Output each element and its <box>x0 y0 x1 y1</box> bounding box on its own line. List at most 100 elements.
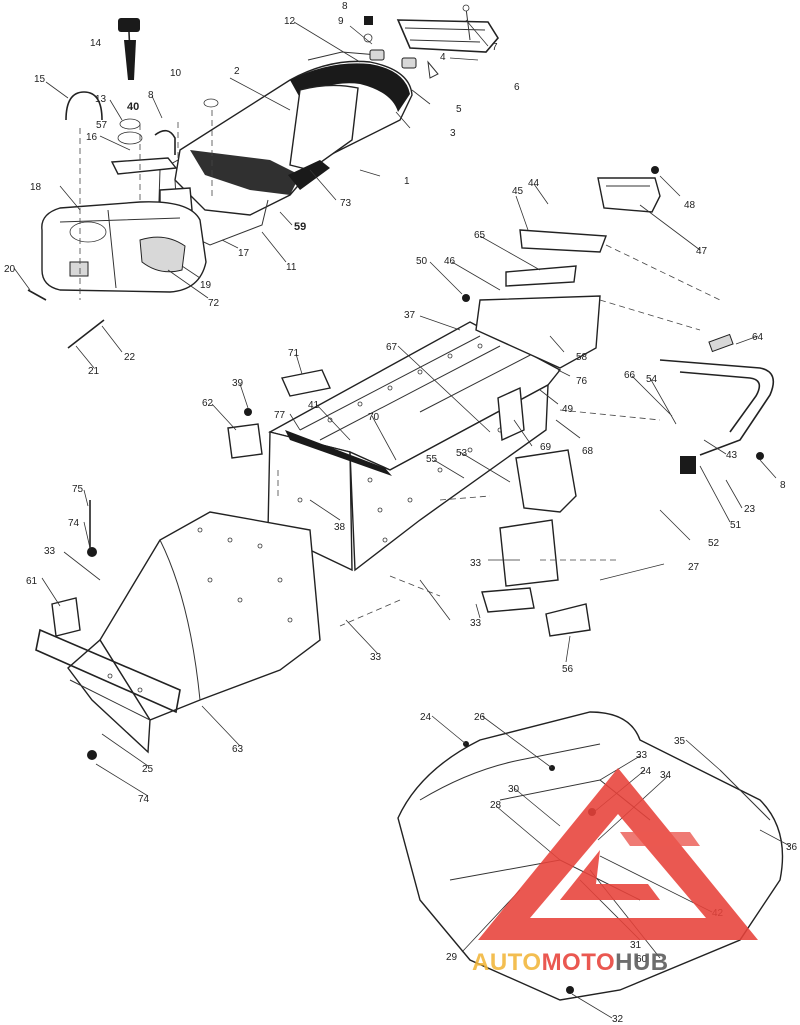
callout-51: 51 <box>730 520 742 531</box>
callout-2: 2 <box>234 66 240 77</box>
callout-24: 24 <box>420 712 432 723</box>
callout-12: 12 <box>284 16 296 27</box>
callout-36: 36 <box>786 842 798 853</box>
callout-41: 41 <box>308 400 320 411</box>
callout-74b: 74 <box>138 794 150 805</box>
tunnel-rivet-holes <box>297 343 503 543</box>
callout-4: 4 <box>440 52 446 63</box>
logo-text-hub: HUB <box>615 949 669 976</box>
callout-8b: 8 <box>148 90 154 101</box>
callout-10: 10 <box>170 68 182 79</box>
front-frame <box>35 511 321 754</box>
callout-47: 47 <box>696 246 708 257</box>
callout-11: 11 <box>286 262 297 273</box>
callout-43: 43 <box>726 450 738 461</box>
tunnel-assembly <box>267 229 607 572</box>
callout-31: 31 <box>630 940 642 951</box>
callout-33e: 33 <box>636 750 648 761</box>
callout-8c: 8 <box>780 480 786 491</box>
callout-22: 22 <box>124 352 136 363</box>
callout-17: 17 <box>238 248 250 259</box>
callout-39: 39 <box>232 378 244 389</box>
callout-64: 64 <box>752 332 764 343</box>
callout-19: 19 <box>200 280 212 291</box>
callout-73: 73 <box>340 198 352 209</box>
callout-26: 26 <box>474 712 486 723</box>
assembly-lines <box>79 110 721 627</box>
callout-21: 21 <box>88 366 100 377</box>
callout-52: 52 <box>708 538 720 549</box>
callout-8: 8 <box>342 1 348 12</box>
callout-30: 30 <box>508 784 520 795</box>
callout-15: 15 <box>34 74 46 85</box>
logo-accent-icon <box>620 832 700 846</box>
seat-hardware <box>307 4 499 79</box>
callout-16: 16 <box>86 132 98 143</box>
callout-56: 56 <box>562 664 574 675</box>
callout-65: 65 <box>474 230 486 241</box>
callout-27: 27 <box>688 562 700 573</box>
callout-37: 37 <box>404 310 416 321</box>
bracket-33 <box>481 587 535 613</box>
callout-3: 3 <box>450 128 456 139</box>
callout-6: 6 <box>514 82 520 93</box>
callout-53: 53 <box>456 448 468 459</box>
svg-text:AUTOMOTOHUB: AUTOMOTOHUB <box>472 949 669 976</box>
callout-61: 61 <box>26 576 38 587</box>
seat-assembly <box>157 60 413 246</box>
callout-57: 57 <box>96 120 108 131</box>
callout-35: 35 <box>674 736 686 747</box>
logo-text-auto: AUTO <box>472 949 542 976</box>
callout-34: 34 <box>660 770 672 781</box>
front-frame-holes <box>107 527 293 693</box>
callout-5: 5 <box>456 104 462 115</box>
callout-72: 72 <box>208 298 220 309</box>
callout-25: 25 <box>142 764 154 775</box>
callout-77: 77 <box>274 410 286 421</box>
callout-63: 63 <box>232 744 244 755</box>
callout-33: 33 <box>44 546 56 557</box>
callout-33c: 33 <box>470 618 482 629</box>
callout-68: 68 <box>582 446 594 457</box>
callout-33b: 33 <box>470 558 482 569</box>
cover-53 <box>515 449 577 513</box>
bracket-69 <box>497 386 525 442</box>
callout-69: 69 <box>540 442 552 453</box>
callout-60: 60 <box>636 954 648 965</box>
callout-66: 66 <box>624 370 636 381</box>
plate-33 <box>499 519 559 587</box>
bracket-56 <box>545 603 591 637</box>
automotohub-watermark: AUTOMOTOHUB <box>472 768 758 976</box>
callout-40: 40 <box>127 101 139 113</box>
callout-9: 9 <box>338 16 344 27</box>
callout-29: 29 <box>446 952 458 963</box>
callout-55: 55 <box>426 454 438 465</box>
bracket-62 <box>227 423 263 459</box>
callout-14: 14 <box>90 38 102 49</box>
fuel-line <box>67 319 105 349</box>
callout-70: 70 <box>368 412 380 423</box>
callout-labels: 8 9 12 7 14 10 2 4 6 5 15 13 8 40 57 3 1… <box>4 1 798 1025</box>
callout-28: 28 <box>490 800 502 811</box>
callout-33d: 33 <box>370 652 382 663</box>
callout-50: 50 <box>416 256 428 267</box>
callout-71: 71 <box>288 348 300 359</box>
logo-inner-stroke-icon <box>560 850 660 900</box>
logo-text-moto: MOTO <box>542 949 616 976</box>
callout-46: 46 <box>444 256 456 267</box>
callout-7: 7 <box>492 42 498 53</box>
rear-bumper <box>659 333 775 474</box>
callout-1: 1 <box>404 176 410 187</box>
callout-48: 48 <box>684 200 696 211</box>
callout-20: 20 <box>4 264 16 275</box>
callout-76: 76 <box>576 376 588 387</box>
callout-13: 13 <box>95 94 107 105</box>
callout-67: 67 <box>386 342 398 353</box>
callout-59: 59 <box>294 221 306 233</box>
callout-45: 45 <box>512 186 524 197</box>
callout-23: 23 <box>744 504 756 515</box>
callout-18: 18 <box>30 182 42 193</box>
logo-triangle-icon <box>478 768 758 940</box>
